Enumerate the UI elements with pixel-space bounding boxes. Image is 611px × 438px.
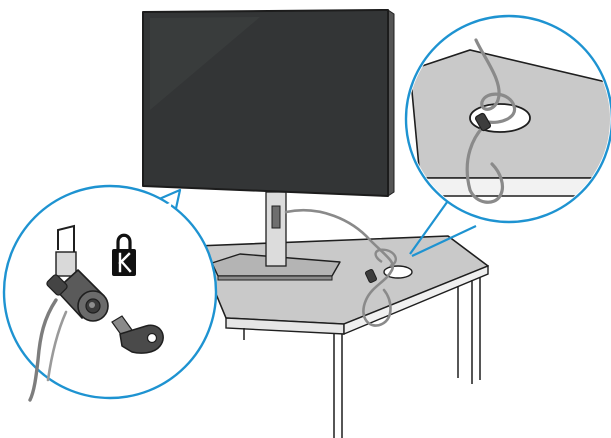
monitor-stand-column xyxy=(266,192,286,266)
monitor-stand-column-slot xyxy=(272,206,280,228)
lock-detail-callout xyxy=(4,186,216,400)
desk-detail-callout xyxy=(406,16,611,256)
monitor-stand-base-edge xyxy=(218,276,332,280)
detail-desk-edge xyxy=(420,178,611,196)
